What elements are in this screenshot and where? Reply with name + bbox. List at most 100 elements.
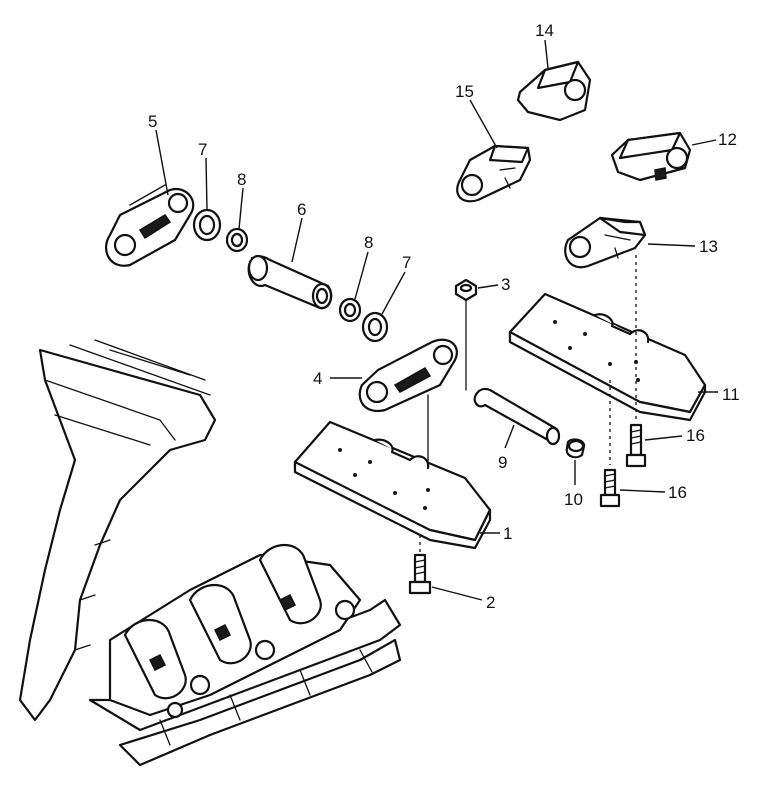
shoe-1-hole <box>393 491 397 495</box>
shoe-edge-lines <box>44 379 176 446</box>
callout-6: 6 <box>297 200 306 219</box>
bushing-6-end-left <box>247 254 269 282</box>
part-16-bolt-lower: 16 <box>599 380 687 508</box>
shoe-rib-lines <box>74 539 111 651</box>
pin-end-4 <box>166 701 184 719</box>
part-7-seal-right: 7 <box>361 253 411 343</box>
part-7-seal-left: 7 <box>192 140 222 242</box>
leader-7a <box>205 157 208 211</box>
part-11-track-shoe: 11 <box>508 292 740 422</box>
leader-15 <box>469 99 498 149</box>
link-5-bore-1 <box>113 233 137 257</box>
leader-7b <box>381 271 406 315</box>
pin-9-end <box>545 426 561 446</box>
part-12-link-half: 12 <box>610 130 737 182</box>
spacer-10-top <box>567 439 585 453</box>
callout-8b: 8 <box>364 233 373 252</box>
shoe-1-hole <box>426 488 430 492</box>
callout-9: 9 <box>498 453 507 472</box>
leader-14 <box>544 39 549 69</box>
leader-9 <box>504 424 515 449</box>
leader-16b <box>619 489 666 493</box>
bolt-2-head <box>408 580 432 595</box>
track-shoe-band-left <box>18 348 217 722</box>
callout-2: 2 <box>486 593 495 612</box>
shoe-1-notch <box>373 438 430 470</box>
shoe-11-hole <box>636 378 640 382</box>
pin-end-3 <box>189 674 211 696</box>
part-15-link-half: 15 <box>455 82 532 203</box>
link-segment-2 <box>188 584 252 665</box>
link-5-top-edge <box>129 184 166 206</box>
part-6-bushing: 6 <box>247 200 333 310</box>
leader-13 <box>647 243 696 247</box>
leader-6 <box>291 217 303 263</box>
shoe-11-hole <box>583 332 587 336</box>
pin-9-body <box>473 387 560 443</box>
shoe-1-hole <box>368 460 372 464</box>
link-12-lug <box>654 167 667 181</box>
callout-10: 10 <box>564 490 583 509</box>
callout-8a: 8 <box>237 170 246 189</box>
callout-13: 13 <box>699 237 718 256</box>
callout-12: 12 <box>718 130 737 149</box>
link-shadow-details <box>148 593 297 672</box>
bolt-2-threads <box>414 559 426 575</box>
pin-end-2 <box>254 639 276 661</box>
callout-7a: 7 <box>198 140 207 159</box>
shoe-1-hole <box>353 473 357 477</box>
link-segment-1 <box>258 544 322 625</box>
callout-3: 3 <box>501 275 510 294</box>
part-13-link-half: 13 <box>564 216 718 269</box>
part-5-link: 5 <box>104 112 195 267</box>
link-4-slot <box>393 366 432 393</box>
part-9-pin: 9 <box>473 387 561 472</box>
callout-16a: 16 <box>686 426 705 445</box>
shoe-11-notch <box>593 313 650 344</box>
shoe-separation-lines <box>159 649 373 746</box>
lower-shoe-edge <box>118 638 402 767</box>
bolt-16b-threads <box>604 473 616 489</box>
nut-3-bore <box>459 283 473 293</box>
shoe-11-hole <box>553 320 557 324</box>
part-2-bolt: 2 <box>408 535 495 612</box>
part-10-spacer: 10 <box>564 438 586 509</box>
callout-5: 5 <box>148 112 157 131</box>
assembled-track-chain <box>18 339 402 767</box>
link-13-bore <box>568 235 592 259</box>
leader-2 <box>431 586 483 601</box>
callout-1: 1 <box>503 524 512 543</box>
link-5-bore-2 <box>167 192 189 214</box>
link-15-detail <box>499 167 516 189</box>
callout-15: 15 <box>455 82 474 101</box>
link-15-bore <box>460 173 484 197</box>
callout-11: 11 <box>722 385 740 404</box>
callout-14: 14 <box>535 21 554 40</box>
part-1-track-shoe: 1 <box>293 420 512 550</box>
leader-3 <box>477 284 499 289</box>
link-13-tab <box>598 216 647 237</box>
shoe-11-hole <box>608 362 612 366</box>
part-8-ring-left: 8 <box>225 170 249 253</box>
shoe-1-hole <box>338 448 342 452</box>
shoe-1-hole <box>423 506 427 510</box>
link-14-bore <box>563 78 587 102</box>
callout-16b: 16 <box>668 483 687 502</box>
link-13-detail <box>604 234 631 259</box>
ring-8b-inner <box>343 302 357 318</box>
shoe-grouser-lines <box>69 339 211 396</box>
seal-7b-inner <box>367 317 383 337</box>
ring-8-inner <box>230 232 244 248</box>
leader-16a <box>644 435 683 441</box>
seal-7-inner <box>198 214 216 236</box>
leader-12 <box>691 139 717 146</box>
link-15-tab <box>488 144 530 164</box>
link-4-bore-1 <box>365 380 389 404</box>
bolt-16a-head <box>625 453 647 468</box>
part-8-ring-right: 8 <box>338 233 373 323</box>
part-14-link-half: 14 <box>516 21 592 122</box>
bushing-6-bore <box>315 287 329 305</box>
callout-7b: 7 <box>402 253 411 272</box>
